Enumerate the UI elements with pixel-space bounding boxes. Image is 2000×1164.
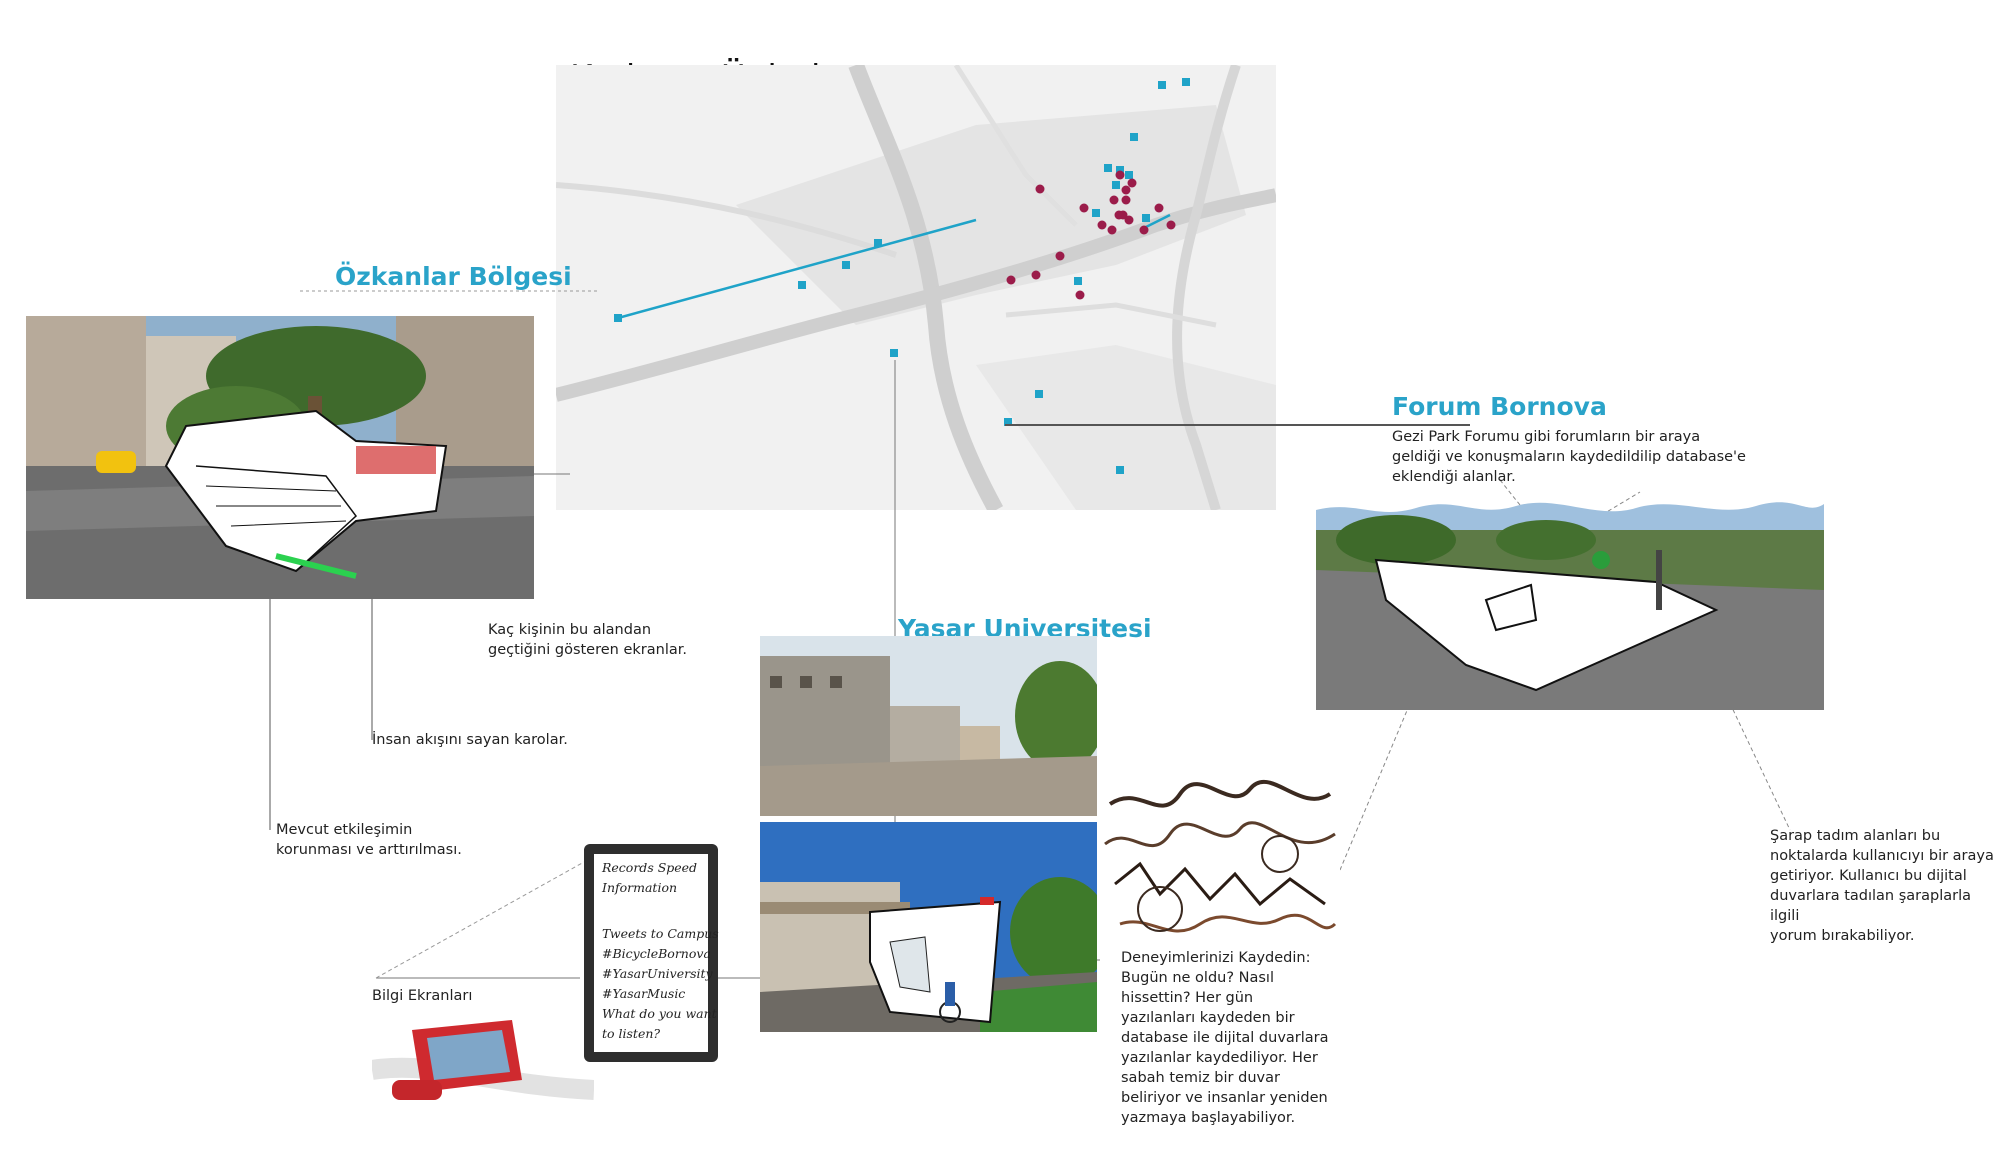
- dot-marker: [1121, 195, 1131, 205]
- info-screen-line: #YasarUniversity: [602, 966, 713, 981]
- yasar-campus-photo: [760, 636, 1097, 816]
- square-marker: [614, 314, 622, 322]
- site-title-forum: Forum Bornova: [1392, 392, 1607, 421]
- annotation-line: hissettin? Her gün: [1121, 990, 1254, 1006]
- annotation-line: duvarlara tadılan şaraplarla ilgili: [1770, 888, 1971, 924]
- yasar-campus-render: [760, 822, 1097, 1032]
- annotation-screens-count: Kaç kişinin bu alandan geçtiğini göstere…: [488, 620, 687, 660]
- site-title-ozkanlar: Özkanlar Bölgesi: [335, 262, 572, 291]
- annotation-line: sabah temiz bir duvar: [1121, 1070, 1280, 1086]
- annotation-line: korunması ve arttırılması.: [276, 842, 462, 858]
- map-canvas: [554, 62, 1278, 514]
- square-marker: [1182, 78, 1190, 86]
- dot-marker: [1115, 170, 1125, 180]
- annotation-line: Kaç kişinin bu alandan: [488, 622, 652, 638]
- dot-marker: [1121, 185, 1131, 195]
- dot-marker: [1166, 220, 1176, 230]
- square-marker: [1104, 164, 1112, 172]
- square-marker: [1092, 209, 1100, 217]
- dot-marker: [1109, 195, 1119, 205]
- dot-marker: [1154, 203, 1164, 213]
- dot-markers: [1006, 170, 1176, 300]
- annotation-line: geçtiğini gösteren ekranlar.: [488, 642, 687, 658]
- annotation-line: database ile dijital duvarlara: [1121, 1030, 1329, 1046]
- annotation-line: yazılanları kaydeden bir: [1121, 1010, 1295, 1026]
- square-marker: [798, 281, 806, 289]
- square-marker: [1004, 418, 1012, 426]
- annotation-interaction: Mevcut etkileşimin korunması ve arttırıl…: [276, 820, 462, 860]
- forum-description-line: geldiği ve konuşmaların kaydedildilip da…: [1392, 449, 1746, 465]
- dot-marker: [1124, 215, 1134, 225]
- info-screen-line: #BicycleBornova: [602, 946, 711, 961]
- bike-phone-mount-image: [372, 1000, 594, 1108]
- annotation-line: yazmaya başlayabiliyor.: [1121, 1110, 1296, 1126]
- annotation-line: Şarap tadım alanları bu: [1770, 828, 1941, 844]
- info-screen-line: Tweets to Campus: [602, 926, 719, 941]
- dot-marker: [1075, 290, 1085, 300]
- square-marker: [890, 349, 898, 357]
- square-marker: [874, 239, 882, 247]
- dot-marker: [1139, 225, 1149, 235]
- map: [554, 62, 1278, 514]
- dot-marker: [1107, 225, 1117, 235]
- square-marker: [1112, 181, 1120, 189]
- info-screen-line: What do you want: [602, 1006, 717, 1021]
- dot-marker: [1127, 178, 1137, 188]
- info-screen-display: Records Speed Information Tweets to Camp…: [594, 854, 719, 1052]
- info-screen-line: Information: [602, 880, 678, 895]
- dot-marker: [1035, 184, 1045, 194]
- annotation-line: yorum bırakabiliyor.: [1770, 928, 1915, 944]
- square-marker: [1158, 81, 1166, 89]
- annotation-line: Deneyimlerinizi Kaydedin:: [1121, 950, 1311, 966]
- forum-description-line: Gezi Park Forumu gibi forumların bir ara…: [1392, 429, 1701, 445]
- square-marker: [842, 261, 850, 269]
- square-marker: [1116, 166, 1124, 174]
- forum-description-line: eklendiği alanlar.: [1392, 469, 1516, 485]
- annotation-wine: Şarap tadım alanları bu noktalarda kulla…: [1770, 826, 2000, 946]
- info-screen-line: Records Speed: [602, 860, 698, 875]
- annotation-line: noktalarda kullanıcıyı bir araya: [1770, 848, 1994, 864]
- route-line-short: [1143, 213, 1171, 230]
- dot-marker: [1118, 210, 1128, 220]
- dot-marker: [1097, 220, 1107, 230]
- square-marker: [1116, 466, 1124, 474]
- square-marker: [1142, 214, 1150, 222]
- square-marker: [1125, 171, 1133, 179]
- square-marker: [1035, 390, 1043, 398]
- dot-marker: [1031, 270, 1041, 280]
- annotation-line: Bugün ne oldu? Nasıl: [1121, 970, 1274, 986]
- dot-marker: [1079, 203, 1089, 213]
- dot-marker: [1006, 275, 1016, 285]
- annotation-line: yazılanlar kaydediliyor. Her: [1121, 1050, 1318, 1066]
- square-markers: [614, 78, 1190, 474]
- annotation-line: getiriyor. Kullanıcı bu dijital: [1770, 868, 1967, 884]
- annotation-line: beliriyor ve insanlar yeniden: [1121, 1090, 1328, 1106]
- annotation-info-screens: Bilgi Ekranları: [372, 988, 473, 1004]
- annotation-line: Mevcut etkileşimin: [276, 822, 413, 838]
- route-line: [617, 218, 977, 320]
- square-marker: [1074, 277, 1082, 285]
- annotation-tiles: İnsan akışını sayan karolar.: [372, 732, 568, 748]
- forum-bornova-photo: [1316, 490, 1824, 710]
- square-marker: [1130, 133, 1138, 141]
- forum-description: Gezi Park Forumu gibi forumların bir ara…: [1392, 427, 1746, 487]
- graffiti-wall-image: [1100, 774, 1340, 950]
- annotation-experiences: Deneyimlerinizi Kaydedin: Bugün ne oldu?…: [1121, 948, 1329, 1128]
- dot-marker: [1055, 251, 1065, 261]
- ozkanlar-street-photo: [26, 316, 534, 599]
- info-screen-line: to listen?: [602, 1026, 661, 1041]
- info-screen-line: #YasarMusic: [602, 986, 686, 1001]
- info-screen-device: Records Speed Information Tweets to Camp…: [584, 844, 719, 1062]
